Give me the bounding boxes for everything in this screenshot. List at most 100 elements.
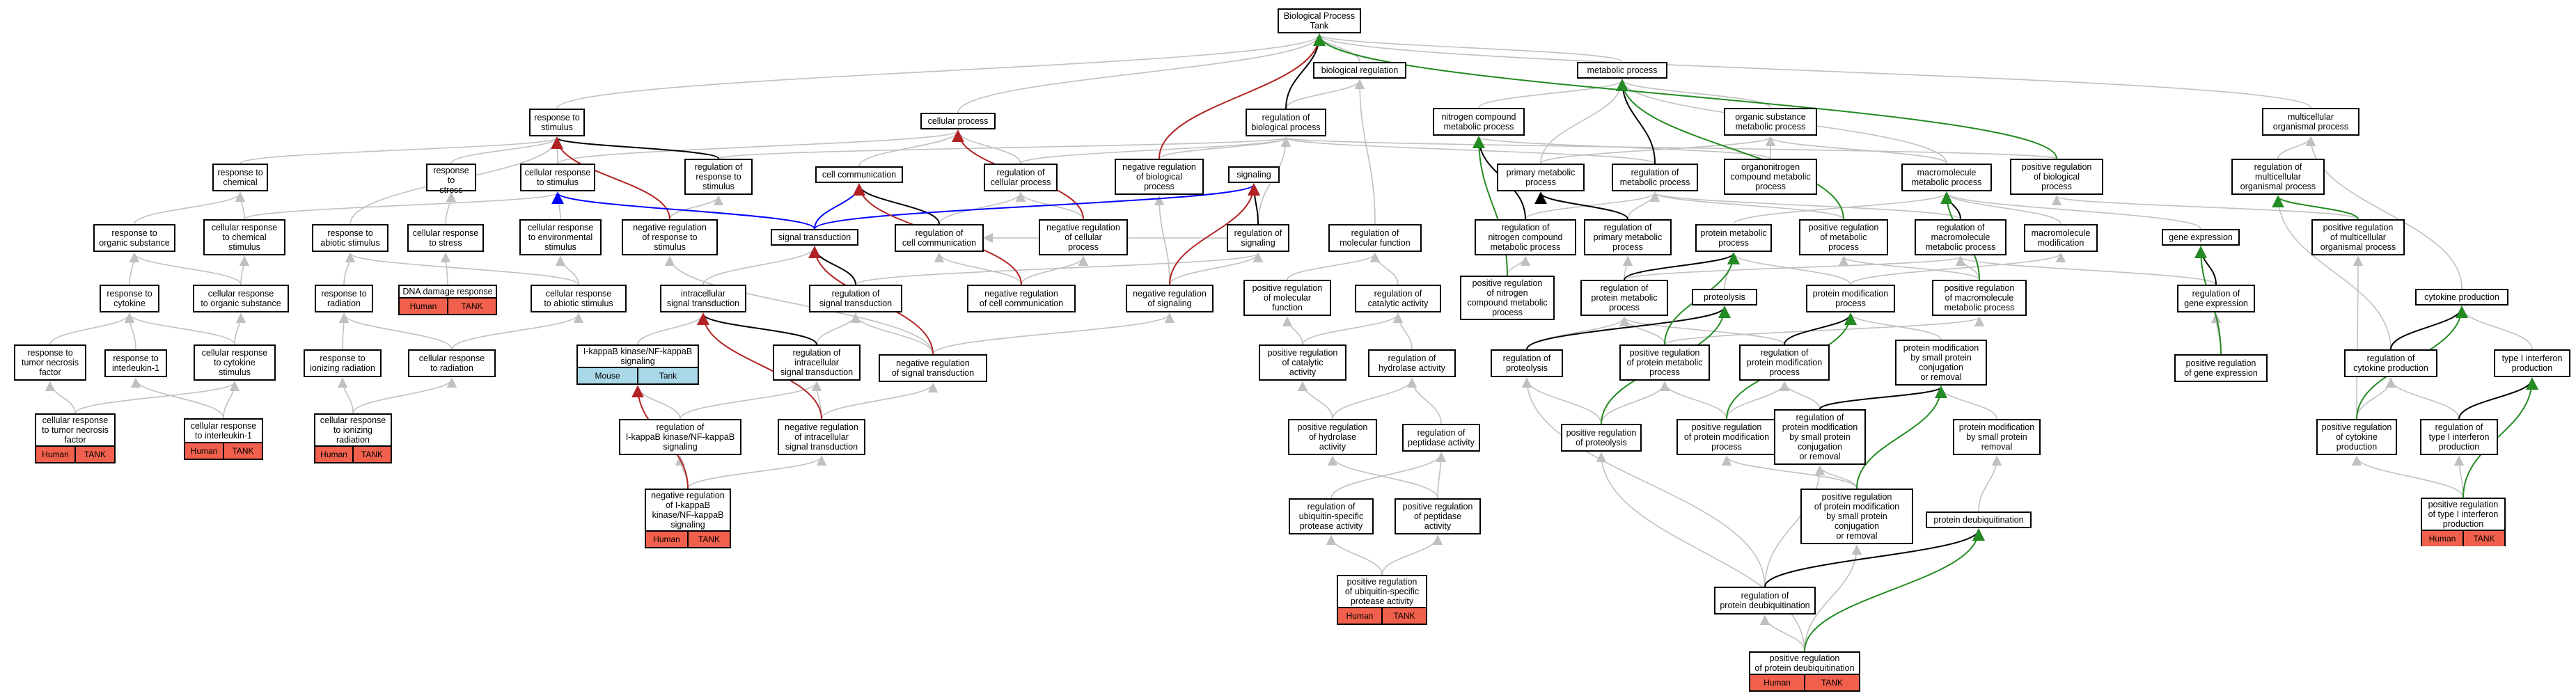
go-term-intra-sig[interactable]: intracellular signal transduction (660, 285, 746, 312)
go-term-macromol-mod[interactable]: macromolecule modification (2024, 224, 2098, 252)
go-term-cell-comm[interactable]: cell communication (815, 166, 903, 183)
go-term-pos-reg-type1-ifn[interactable]: positive regulation of type I interferon… (2421, 498, 2506, 546)
go-term-neg-reg-sig-trans[interactable]: negative regulation of signal transducti… (879, 354, 987, 382)
go-term-cell-resp-stress[interactable]: cellular response to stress (407, 224, 484, 252)
go-term-resp-cytokine[interactable]: response to cytokine (100, 285, 159, 312)
go-term-cytokine-prod[interactable]: cytokine production (2415, 289, 2508, 306)
go-term-cell-resp-env[interactable]: cellular response to environmental stimu… (519, 219, 602, 255)
go-term-pos-reg-multiorg[interactable]: positive regulation of multicellular org… (2311, 219, 2405, 255)
edge-grey (1314, 33, 2311, 109)
go-term-reg-proteolysis[interactable]: regulation of proteolysis (1491, 349, 1563, 377)
go-term-prim-metab[interactable]: primary metabolic process (1497, 164, 1585, 191)
go-term-pos-reg-metab[interactable]: positive regulation of metabolic process (1799, 219, 1888, 255)
go-term-cell-resp-chem[interactable]: cellular response to chemical stimulus (203, 219, 285, 255)
go-term-reg-mol-func[interactable]: regulation of molecular function (1328, 224, 1422, 252)
go-term-resp-ion-rad[interactable]: response to ionizing radiation (304, 349, 382, 377)
go-term-pos-reg-gene-expr[interactable]: positive regulation of gene expression (2174, 354, 2268, 382)
go-term-gene-expr[interactable]: gene expression (2162, 229, 2240, 246)
go-term-resp-stim[interactable]: response to stimulus (529, 109, 585, 136)
go-term-resp-abiotic[interactable]: response to abiotic stimulus (312, 224, 388, 252)
go-term-cellproc[interactable]: cellular process (920, 113, 996, 129)
go-term-cell-resp-abiotic[interactable]: cellular response to abiotic stimulus (531, 285, 627, 312)
go-term-reg-cell-comm[interactable]: regulation of cell communication (895, 224, 984, 252)
go-term-pos-reg-mol-func[interactable]: positive regulation of molecular functio… (1243, 280, 1331, 316)
go-term-resp-radiation[interactable]: response to radiation (315, 285, 373, 312)
go-term-reg-metab[interactable]: regulation of metabolic process (1612, 164, 1698, 191)
go-term-metab[interactable]: metabolic process (1577, 62, 1667, 79)
go-term-neg-reg-bioproc[interactable]: negative regulation of biological proces… (1115, 159, 1204, 195)
go-term-resp-stress[interactable]: response to stress (426, 164, 476, 195)
go-term-resp-chem[interactable]: response to chemical (212, 164, 268, 191)
go-term-neg-reg-cell-comm[interactable]: negative regulation of cell communicatio… (967, 285, 1076, 312)
go-term-reg-resp-stim[interactable]: regulation of response to stimulus (684, 159, 753, 195)
go-term-reg-ubsp[interactable]: regulation of ubiquitin-specific proteas… (1289, 498, 1374, 534)
go-term-proteolysis[interactable]: proteolysis (1692, 289, 1757, 306)
go-term-reg-cytokine-prod[interactable]: regulation of cytokine production (2344, 349, 2437, 377)
go-term-pos-reg-hydrolase[interactable]: positive regulation of hydrolase activit… (1288, 419, 1377, 455)
go-term-resp-org-sub[interactable]: response to organic substance (93, 224, 175, 252)
go-term-signaling[interactable]: signaling (1228, 166, 1280, 183)
go-term-resp-il1[interactable]: response to interleukin-1 (104, 349, 167, 377)
go-term-sig-trans[interactable]: signal transduction (771, 229, 858, 246)
go-term-orgsub[interactable]: organic substance metabolic process (1724, 108, 1817, 136)
go-term-reg-prot-mod[interactable]: regulation of protein modification proce… (1739, 344, 1830, 381)
go-term-pos-reg-peptidase[interactable]: positive regulation of peptidase activit… (1395, 498, 1481, 534)
go-term-pos-reg-proteolysis[interactable]: positive regulation of proteolysis (1561, 424, 1642, 452)
go-term-prot-mod-spc[interactable]: protein modification by small protein co… (1895, 340, 1987, 386)
go-term-pos-reg-cytokine-prod[interactable]: positive regulation of cytokine producti… (2316, 419, 2397, 455)
go-term-nitro[interactable]: nitrogen compound metabolic process (1433, 108, 1525, 136)
go-term-pos-reg-ubsp[interactable]: positive regulation of ubiquitin-specifi… (1337, 575, 1427, 625)
go-term-reg-prot-mod-spc[interactable]: regulation of protein modification by sm… (1774, 409, 1866, 465)
go-term-reg-prot-metab[interactable]: regulation of protein metabolic process (1580, 280, 1668, 316)
go-term-reg-ikb-sig[interactable]: regulation of I-kappaB kinase/NF-kappaB … (619, 419, 741, 455)
go-term-cell-resp-cytokine[interactable]: cellular response to cytokine stimulus (194, 344, 276, 381)
go-term-pos-reg-bioproc[interactable]: positive regulation of biological proces… (2010, 159, 2103, 195)
go-term-neg-reg-intra-sig[interactable]: negative regulation of intracellular sig… (778, 419, 865, 455)
go-term-neg-reg-ikb-sig[interactable]: negative regulation of I-kappaB kinase/N… (645, 489, 731, 548)
go-term-reg-cellproc[interactable]: regulation of cellular process (984, 164, 1058, 191)
go-term-prot-deubiq[interactable]: protein deubiquitination (1926, 511, 2032, 528)
go-term-pos-reg-prot-metab[interactable]: positive regulation of protein metabolic… (1619, 344, 1710, 381)
go-term-resp-tnf[interactable]: response to tumor necrosis factor (14, 344, 86, 381)
go-term-prot-modrem[interactable]: protein modification by small protein re… (1953, 419, 2041, 455)
go-term-type1-ifn[interactable]: type I interferon production (2494, 349, 2570, 377)
go-term-reg-macromol[interactable]: regulation of macromolecule metabolic pr… (1915, 219, 2006, 255)
go-term-multiorg[interactable]: multicellular organismal process (2262, 108, 2359, 136)
go-term-reg-sig-trans[interactable]: regulation of signal transduction (809, 285, 902, 312)
go-term-neg-reg-resp-stim[interactable]: negative regulation of response to stimu… (622, 219, 718, 255)
go-term-reg-bioproc[interactable]: regulation of biological process (1246, 109, 1326, 136)
go-term-prot-mod[interactable]: protein modification process (1806, 285, 1895, 312)
go-term-reg-intra-sig[interactable]: regulation of intracellular signal trans… (773, 344, 861, 381)
go-term-bioreg[interactable]: biological regulation (1313, 62, 1406, 79)
go-term-pos-reg-prot-modspc[interactable]: positive regulation of protein modificat… (1800, 489, 1913, 544)
go-term-pos-reg-prot-mod[interactable]: positive regulation of protein modificat… (1676, 419, 1777, 455)
go-term-reg-peptidase[interactable]: regulation of peptidase activity (1402, 424, 1480, 452)
go-term-reg-multiorg[interactable]: regulation of multicellular organismal p… (2231, 159, 2325, 195)
go-term-reg-nitro[interactable]: regulation of nitrogen compound metaboli… (1475, 219, 1576, 255)
go-term-reg-signaling[interactable]: regulation of signaling (1227, 224, 1289, 252)
go-term-reg-cat-act[interactable]: regulation of catalytic activity (1355, 285, 1441, 312)
go-term-cell-resp-stim[interactable]: cellular response to stimulus (520, 164, 595, 191)
go-term-pos-reg-macromol[interactable]: positive regulation of macromolecule met… (1932, 280, 2027, 316)
go-term-neg-reg-cellproc[interactable]: negative regulation of cellular process (1039, 219, 1128, 255)
go-term-reg-hydrolase[interactable]: regulation of hydrolase activity (1368, 349, 1456, 377)
go-term-prot-metab[interactable]: protein metabolic process (1695, 224, 1772, 252)
go-term-macromol[interactable]: macromolecule metabolic process (1901, 164, 1992, 191)
go-term-reg-gene-expr[interactable]: regulation of gene expression (2177, 285, 2255, 312)
go-term-pos-reg-cat-act[interactable]: positive regulation of catalytic activit… (1259, 344, 1346, 381)
go-term-cell-resp-rad[interactable]: cellular response to radiation (408, 349, 496, 377)
go-term-cell-resp-tnf[interactable]: cellular response to tumor necrosis fact… (35, 413, 116, 463)
go-term-pos-reg-nitro[interactable]: positive regulation of nitrogen compound… (1460, 276, 1555, 320)
go-term-reg-type1-ifn[interactable]: regulation of type I interferon producti… (2420, 419, 2498, 455)
go-term-reg-prim-metab[interactable]: regulation of primary metabolic process (1584, 219, 1672, 255)
go-term-cell-resp-org-sub[interactable]: cellular response to organic substance (193, 285, 289, 312)
go-term-reg-prot-deubiq[interactable]: regulation of protein deubiquitination (1714, 587, 1816, 614)
go-term-pos-reg-prot-deubiq[interactable]: positive regulation of protein deubiquit… (1749, 651, 1860, 692)
go-term-neg-reg-signaling[interactable]: negative regulation of signaling (1126, 285, 1214, 312)
go-term-organonitro[interactable]: organonitrogen compound metabolic proces… (1724, 159, 1817, 195)
go-term-bp[interactable]: Biological Process Tank (1278, 8, 1361, 33)
